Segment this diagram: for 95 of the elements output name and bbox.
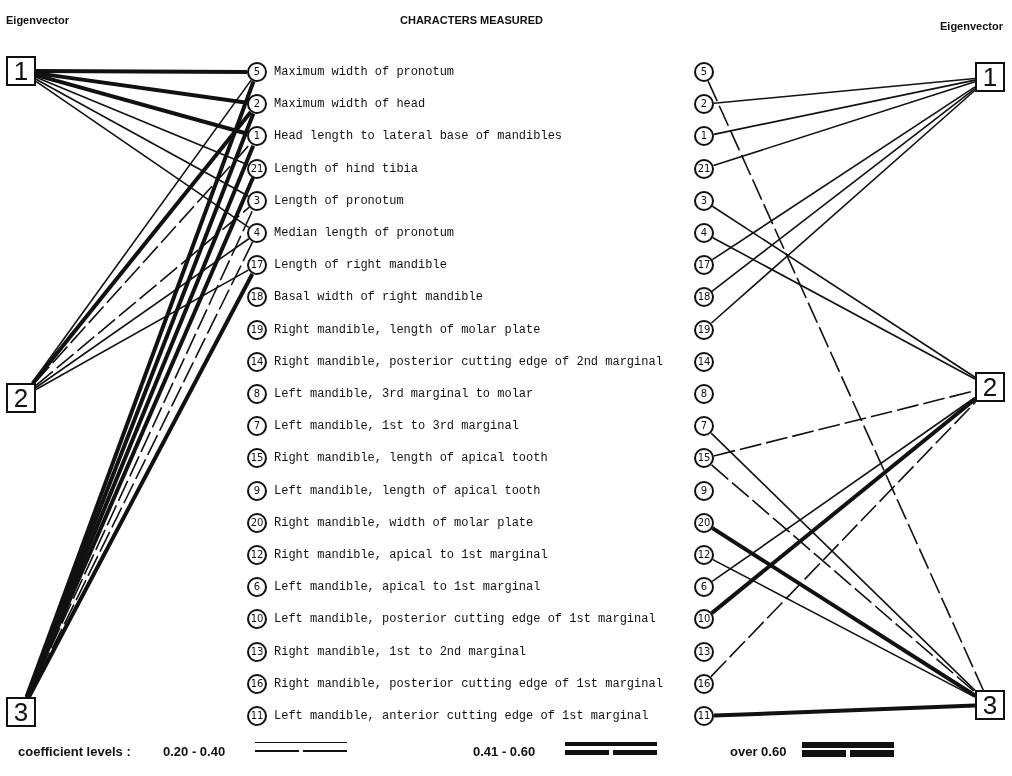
number-circle: 7 xyxy=(247,416,267,437)
number-circle: 16 xyxy=(247,673,267,694)
legend-caption: coefficient levels : xyxy=(18,744,131,759)
number-circle: 7 xyxy=(694,416,714,437)
character-label: Left mandible, posterior cutting edge of 1st marginal xyxy=(274,612,656,627)
number-circle: 6 xyxy=(694,577,714,598)
number-circle: 20 xyxy=(694,512,714,533)
connector-line xyxy=(707,80,984,691)
character-label: Right mandible, width of molar plate xyxy=(274,515,534,530)
character-label: Head length to lateral base of mandibles xyxy=(274,129,563,144)
character-label: Left mandible, length of apical tooth xyxy=(274,483,541,498)
number-circle: 10 xyxy=(247,609,267,630)
connector-line xyxy=(710,397,977,615)
connector-line xyxy=(35,269,250,391)
connector-line xyxy=(712,81,976,167)
number-circle: 2 xyxy=(694,94,714,115)
character-label: Maximum width of head xyxy=(274,97,426,112)
connector-line xyxy=(35,237,250,389)
character-label: Left mandible, 1st to 3rd marginal xyxy=(274,419,519,434)
connector-line xyxy=(712,236,976,380)
number-circle: 11 xyxy=(247,706,267,726)
number-circle: 6 xyxy=(247,577,267,598)
number-circle: 11 xyxy=(694,706,714,726)
character-label: Right mandible, length of apical tooth xyxy=(274,451,548,466)
number-circle: 8 xyxy=(694,384,714,404)
legend-label: over 0.60 xyxy=(730,744,787,759)
character-label: Left mandible, apical to 1st marginal xyxy=(274,580,541,595)
connector-line xyxy=(35,80,250,229)
number-circle: 14 xyxy=(694,351,714,372)
number-circle: 1 xyxy=(247,126,267,147)
connector-line xyxy=(35,78,250,197)
character-label: Right mandible, posterior cutting edge of 2nd marginal xyxy=(274,354,663,369)
character-label: Right mandible, apical to 1st marginal xyxy=(274,548,548,562)
column-heading: CHARACTERS MEASURED xyxy=(400,14,543,26)
number-circle: 2 xyxy=(247,94,267,115)
number-circle: 13 xyxy=(247,641,267,662)
eigenvector-box: 3 xyxy=(6,697,36,727)
character-label: Right mandible, length of molar plate xyxy=(274,322,541,337)
connector-line xyxy=(711,526,977,698)
column-heading: Eigenvector xyxy=(940,20,1003,32)
number-circle: 21 xyxy=(247,158,267,179)
connector-line xyxy=(36,69,247,74)
eigenvector-box: 1 xyxy=(6,56,36,86)
number-circle: 9 xyxy=(694,480,714,501)
number-circle: 1 xyxy=(694,126,714,147)
connector-line xyxy=(713,79,976,136)
number-circle: 20 xyxy=(247,512,267,533)
number-circle: 9 xyxy=(247,480,267,501)
number-circle: 5 xyxy=(247,62,267,82)
character-label: Right mandible, posterior cutting edge of 1st marginal xyxy=(274,676,663,691)
connector-line xyxy=(713,703,976,718)
number-circle: 5 xyxy=(694,62,714,82)
number-circle: 17 xyxy=(694,255,714,276)
number-circle: 19 xyxy=(694,319,714,340)
legend-label: 0.20 - 0.40 xyxy=(163,744,226,759)
number-circle: 8 xyxy=(247,384,267,404)
number-circle: 17 xyxy=(247,255,267,276)
number-circle: 3 xyxy=(247,190,267,211)
connector-line xyxy=(711,205,976,379)
eigenvector-box: 3 xyxy=(975,690,1005,720)
connector-line xyxy=(713,77,976,105)
number-circle: 13 xyxy=(694,641,714,662)
number-circle: 19 xyxy=(247,319,267,340)
number-circle: 18 xyxy=(694,287,714,308)
connector-line xyxy=(711,396,976,583)
character-label: Length of right mandible xyxy=(274,258,447,273)
character-label: Length of pronotum xyxy=(274,193,404,208)
number-circle: 4 xyxy=(247,223,267,243)
character-label: Length of hind tibia xyxy=(274,161,419,176)
number-circle: 10 xyxy=(694,609,714,630)
number-circle: 15 xyxy=(247,448,267,469)
legend-label: 0.41 - 0.60 xyxy=(473,744,536,759)
connector-line xyxy=(710,401,977,678)
number-circle: 21 xyxy=(694,158,714,179)
character-label: Median length of pronotum xyxy=(274,226,455,240)
character-label: Basal width of right mandible xyxy=(274,290,483,305)
number-circle: 12 xyxy=(694,545,714,565)
number-circle: 3 xyxy=(694,190,714,211)
number-circle: 18 xyxy=(247,287,267,308)
connector-line xyxy=(711,86,976,261)
number-circle: 12 xyxy=(247,545,267,565)
character-label: Left mandible, anterior cutting edge of 1st marginal xyxy=(274,709,649,723)
eigenvector-box: 2 xyxy=(6,383,36,413)
character-label: Left mandible, 3rd marginal to molar xyxy=(274,387,534,401)
character-label: Maximum width of pronotum xyxy=(274,65,455,79)
connector-line xyxy=(712,558,976,698)
number-circle: 15 xyxy=(694,448,714,469)
eigenvector-box: 1 xyxy=(975,62,1005,92)
eigenvector-box: 2 xyxy=(975,372,1005,402)
column-heading: Eigenvector xyxy=(6,14,69,26)
connector-line xyxy=(35,206,251,387)
number-circle: 16 xyxy=(694,673,714,694)
number-circle: 4 xyxy=(694,223,714,243)
number-circle: 14 xyxy=(247,351,267,372)
character-label: Right mandible, 1st to 2nd marginal xyxy=(274,644,527,659)
